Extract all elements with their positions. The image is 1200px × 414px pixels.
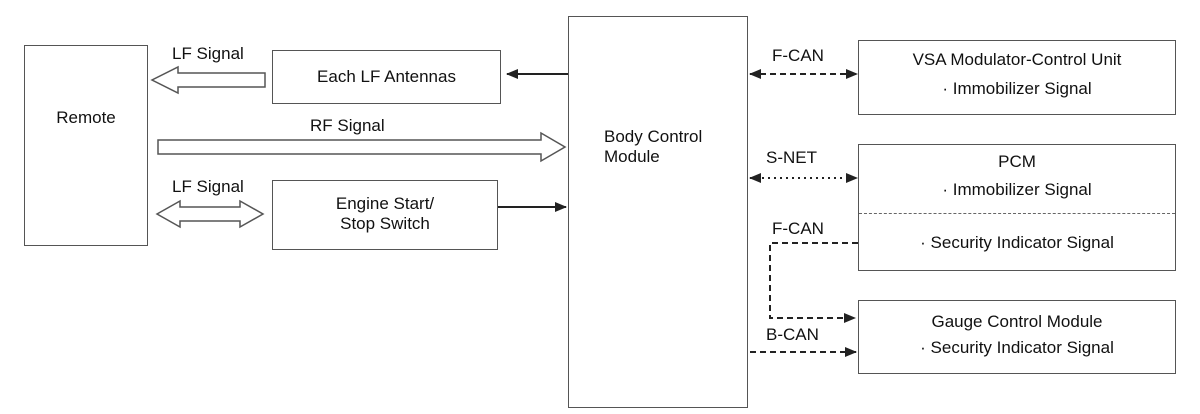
start-switch-line2: Stop Switch: [340, 214, 430, 233]
bcm-box: [568, 16, 748, 408]
lf-antennas-box: [272, 50, 501, 104]
start-switch-line1: Engine Start/: [335, 194, 435, 213]
bcm-line2: Module: [604, 147, 660, 166]
start-switch-box: [272, 180, 498, 250]
lf-signal-double-hollow-arrow: [155, 199, 265, 229]
pcm-box: [858, 144, 1176, 271]
rf-signal-label: RF Signal: [310, 116, 385, 135]
fcan-mid-line: [769, 242, 858, 323]
lf-signal-bottom-label: LF Signal: [172, 177, 244, 196]
pcm-item-immobilizer: · Immobilizer Signal: [942, 180, 1092, 199]
remote-box: [24, 45, 148, 246]
fcan-mid-label: F-CAN: [772, 219, 824, 238]
snet-label: S-NET: [766, 148, 817, 167]
lf-signal-hollow-arrow: [150, 65, 266, 95]
rf-signal-hollow-arrow: [157, 131, 567, 163]
vsa-title: VSA Modulator-Control Unit: [912, 50, 1122, 69]
gauge-box: [858, 300, 1176, 374]
pcm-divider: [859, 213, 1175, 214]
pcm-item-security: · Security Indicator Signal: [920, 233, 1114, 252]
bcm-line1: Body Control: [604, 127, 703, 146]
bcan-label: B-CAN: [766, 325, 819, 344]
lf-antennas-label: Each LF Antennas: [317, 67, 456, 86]
fcan-top-label: F-CAN: [772, 46, 824, 65]
pcm-title: PCM: [998, 152, 1036, 171]
lf-signal-top-label: LF Signal: [172, 44, 244, 63]
vsa-item: · Immobilizer Signal: [942, 79, 1092, 98]
vsa-box: [858, 40, 1176, 115]
gauge-title: Gauge Control Module: [931, 312, 1103, 331]
remote-label: Remote: [56, 108, 116, 127]
gauge-item: · Security Indicator Signal: [920, 338, 1114, 357]
